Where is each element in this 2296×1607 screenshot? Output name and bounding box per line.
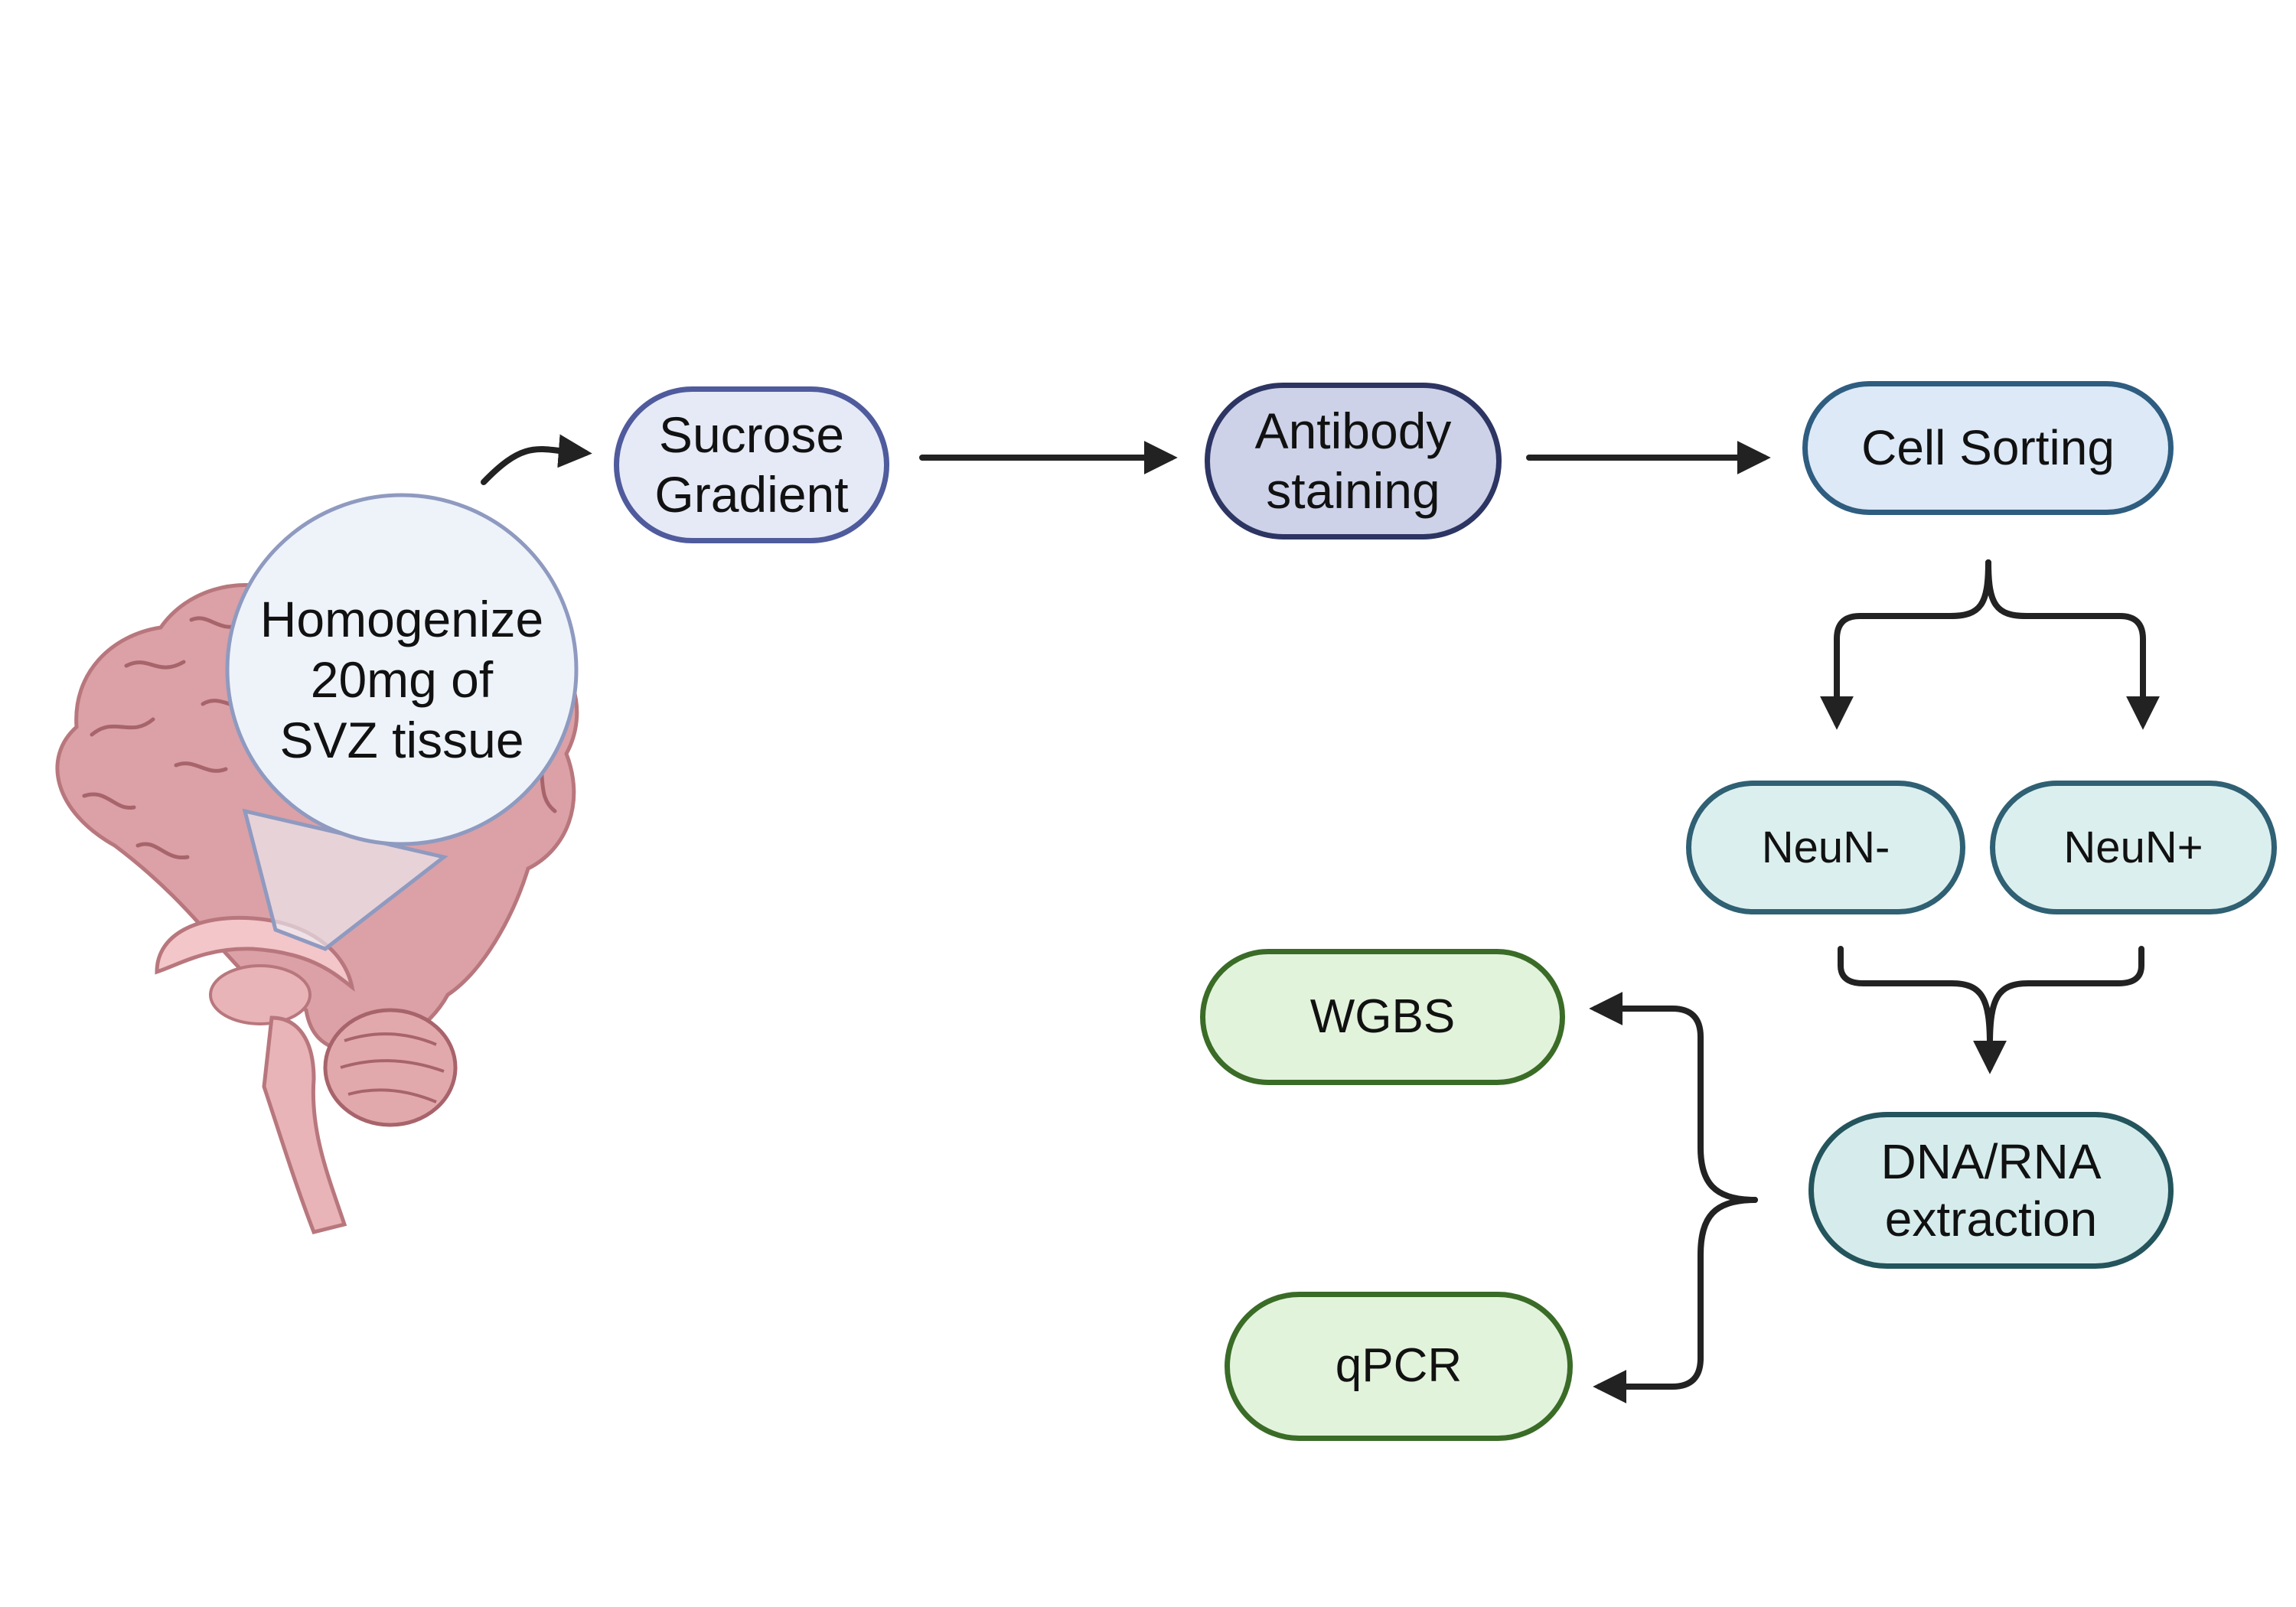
node-wgbs: WGBS [1200, 949, 1565, 1085]
node-neun-positive: NeuN+ [1990, 781, 2277, 914]
node-neun-negative: NeuN- [1686, 781, 1965, 914]
node-label: NeuN+ [2063, 822, 2203, 872]
cerebellum-folia [340, 1032, 445, 1103]
callout-label: Homogenize 20mg of SVZ tissue [259, 591, 544, 769]
node-sucrose-gradient: Sucrose Gradient [614, 386, 889, 543]
bracket-extraction-to-wgbs [1589, 992, 1758, 1203]
node-dna-rna-extraction: DNA/RNA extraction [1808, 1112, 2174, 1269]
node-label: NeuN- [1761, 822, 1890, 872]
node-label: Cell Sorting [1861, 420, 2115, 476]
node-label: DNA/RNA extraction [1880, 1133, 2102, 1247]
callout-circle [225, 493, 579, 846]
arrow-brain-to-sucrose [481, 434, 592, 485]
node-cell-sorting: Cell Sorting [1802, 381, 2174, 515]
node-antibody-staining: Antibody staining [1205, 383, 1502, 539]
node-label: qPCR [1335, 1339, 1463, 1393]
bracket-cell-sorting-split [1820, 559, 1991, 730]
brainstem [262, 1015, 347, 1234]
node-label: Sucrose Gradient [654, 406, 849, 523]
node-label: Antibody staining [1254, 403, 1452, 519]
node-label: WGBS [1309, 989, 1456, 1043]
bracket-cell-sorting-split-right [1985, 559, 2160, 730]
bracket-merge-right [1987, 946, 2144, 1048]
node-qpcr: qPCR [1225, 1292, 1573, 1441]
thalamus [209, 964, 311, 1025]
bracket-extraction-to-qpcr [1593, 1197, 1758, 1403]
